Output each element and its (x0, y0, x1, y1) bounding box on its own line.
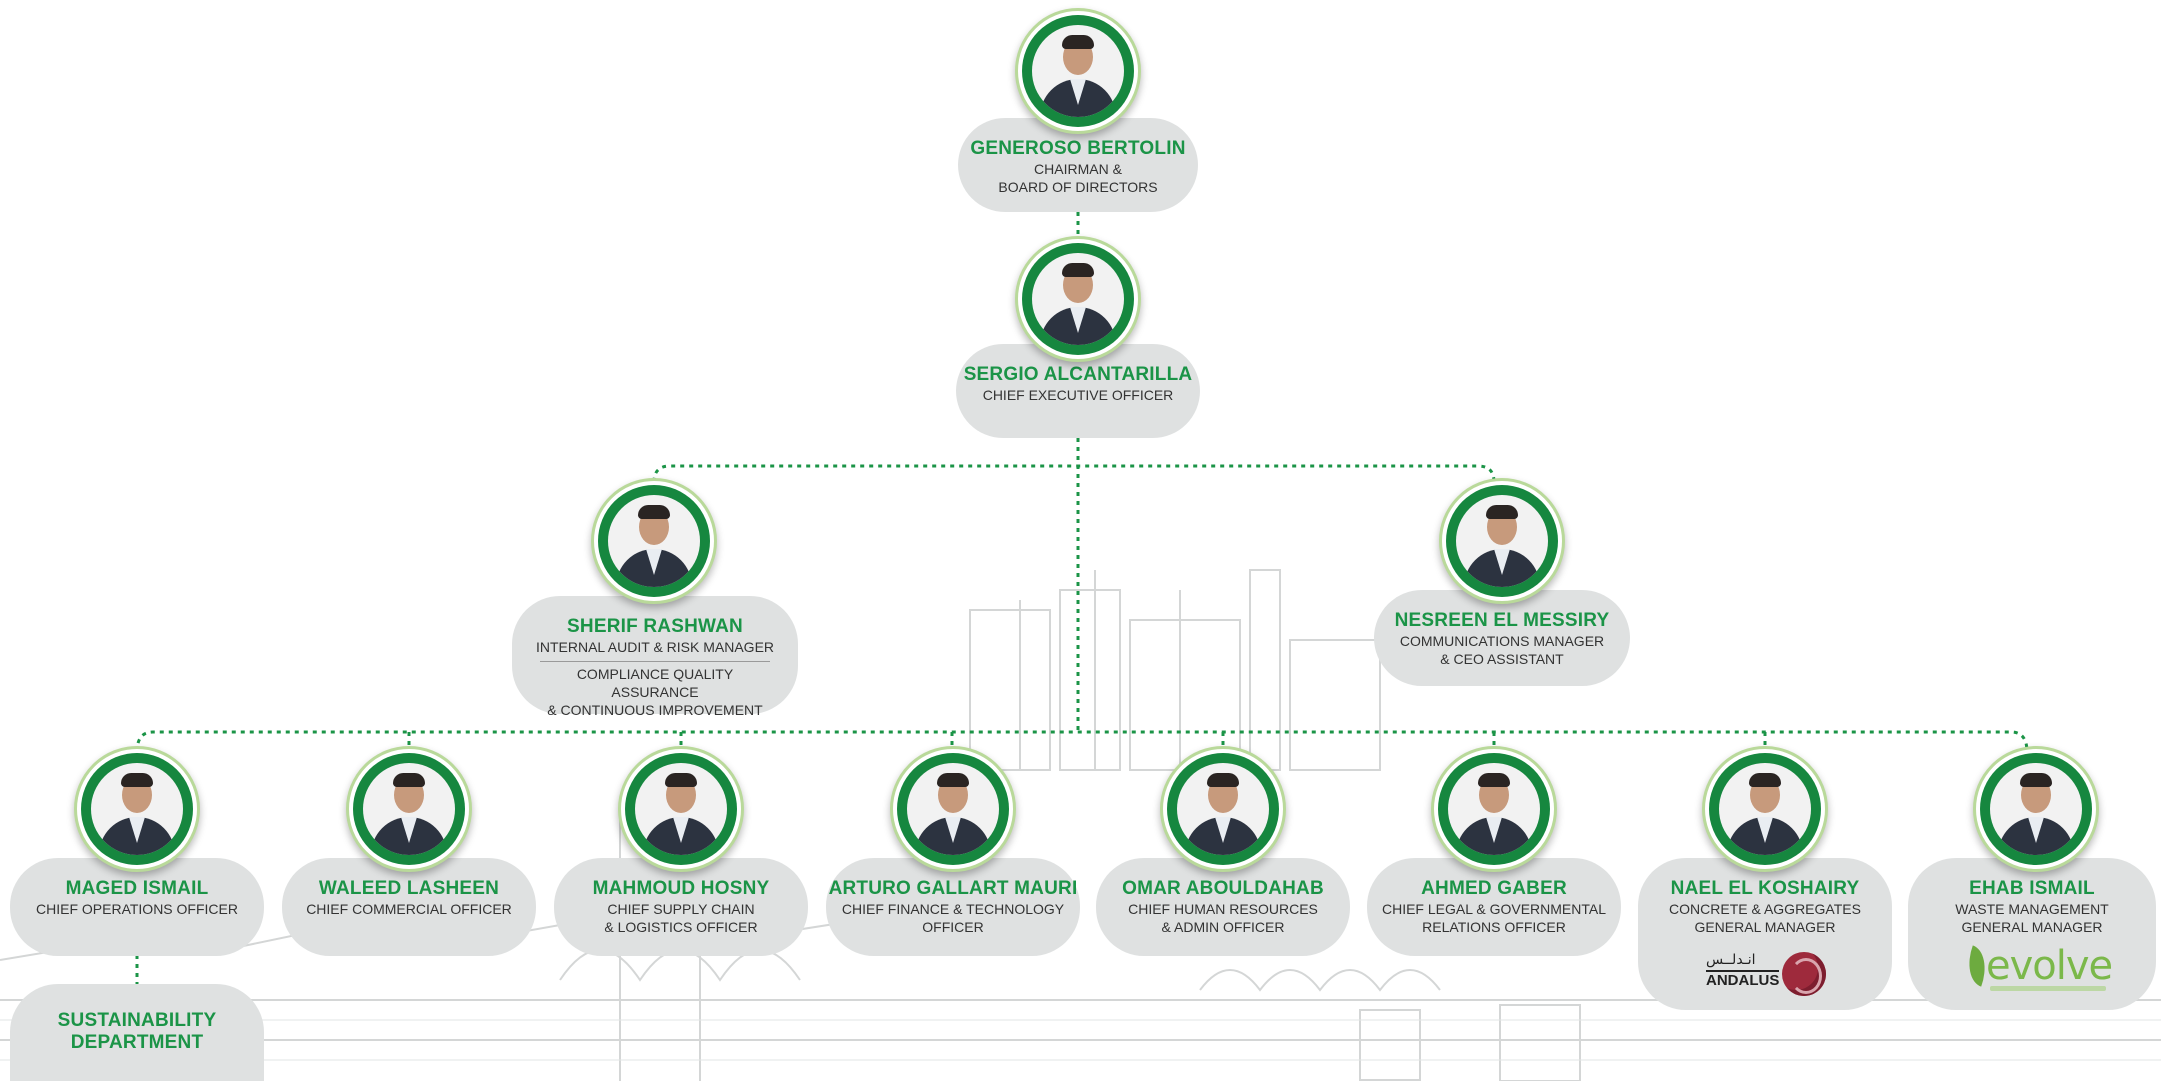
andalus-logo-text: ANDALUS (1706, 970, 1780, 989)
andalus-emblem-icon (1782, 952, 1826, 996)
advisor-name: NESREEN EL MESSIRY (1394, 610, 1610, 631)
executive-name: OMAR ABOULDAHAB (1122, 878, 1324, 899)
executive-photo (1973, 746, 2099, 872)
advisor-role: COMMUNICATIONS MANAGER & CEO ASSISTANT (1399, 633, 1605, 667)
executive-name: MAHMOUD HOSNY (592, 878, 770, 899)
executive-name: ARTURO GALLART MAURI (828, 878, 1078, 899)
ceo-name: SERGIO ALCANTARILLA (963, 364, 1193, 385)
executive-role: CHIEF HUMAN RESOURCES & ADMIN OFFICER (1128, 901, 1318, 935)
executive-card-human-resources: OMAR ABOULDAHAB CHIEF HUMAN RESOURCES & … (1096, 858, 1350, 956)
executive-role: CHIEF LEGAL & GOVERNMENTAL RELATIONS OFF… (1381, 901, 1607, 935)
advisor-photo-communications (1439, 478, 1565, 604)
chairman-role: CHAIRMAN & BOARD OF DIRECTORS (998, 161, 1158, 195)
chairman-photo (1015, 8, 1141, 134)
executive-card-legal: AHMED GABER CHIEF LEGAL & GOVERNMENTAL R… (1367, 858, 1621, 956)
executive-card-commercial: WALEED LASHEEN CHIEF COMMERCIAL OFFICER (282, 858, 536, 956)
andalus-logo-icon: انـدلــس ANDALUS (1702, 952, 1832, 996)
executive-photo (890, 746, 1016, 872)
evolve-logo-icon: evolve (1960, 943, 2113, 996)
executive-role: CONCRETE & AGGREGATES GENERAL MANAGER (1669, 901, 1861, 935)
advisor-role: INTERNAL AUDIT & RISK MANAGER (535, 639, 775, 655)
executive-name: EHAB ISMAIL (1969, 878, 2095, 899)
executive-photo (346, 746, 472, 872)
executive-card-concrete: NAEL EL KOSHAIRY CONCRETE & AGGREGATES G… (1638, 858, 1892, 1010)
chairman-name: GENEROSO BERTOLIN (970, 138, 1186, 159)
executive-photo (1431, 746, 1557, 872)
ceo-photo (1015, 236, 1141, 362)
sustainability-department-name: SUSTAINABILITY DEPARTMENT (57, 1010, 217, 1053)
ceo-role: CHIEF EXECUTIVE OFFICER (982, 387, 1174, 403)
executive-role: WASTE MANAGEMENT GENERAL MANAGER (1955, 901, 2109, 935)
executive-role: CHIEF COMMERCIAL OFFICER (306, 901, 512, 917)
executive-role: CHIEF SUPPLY CHAIN & LOGISTICS OFFICER (604, 901, 758, 935)
executive-role: CHIEF OPERATIONS OFFICER (36, 901, 238, 917)
executive-card-finance: ARTURO GALLART MAURI CHIEF FINANCE & TEC… (826, 858, 1080, 956)
executive-name: WALEED LASHEEN (318, 878, 500, 899)
executive-photo (618, 746, 744, 872)
advisor-card-audit: SHERIF RASHWAN INTERNAL AUDIT & RISK MAN… (512, 596, 798, 718)
andalus-logo-arabic: انـدلــس (1706, 952, 1756, 968)
executive-photo (1702, 746, 1828, 872)
executive-name: AHMED GABER (1421, 878, 1567, 899)
executive-card-waste: EHAB ISMAIL WASTE MANAGEMENT GENERAL MAN… (1908, 858, 2156, 1010)
connector-executives (135, 730, 2029, 753)
sustainability-department-card: SUSTAINABILITY DEPARTMENT (10, 984, 264, 1081)
advisor-photo-audit (591, 478, 717, 604)
evolve-tagline-bar (1990, 986, 2106, 991)
executive-card-operations: MAGED ISMAIL CHIEF OPERATIONS OFFICER (10, 858, 264, 956)
executive-name: NAEL EL KOSHAIRY (1670, 878, 1860, 899)
executive-photo (1160, 746, 1286, 872)
advisor-name: SHERIF RASHWAN (567, 616, 743, 637)
connector-advisors (652, 464, 1496, 483)
executive-name: MAGED ISMAIL (65, 878, 209, 899)
advisor-role-secondary: COMPLIANCE QUALITY ASSURANCE & CONTINUOU… (540, 661, 770, 719)
executive-role: CHIEF FINANCE & TECHNOLOGY OFFICER (841, 901, 1065, 935)
executive-card-supply-chain: MAHMOUD HOSNY CHIEF SUPPLY CHAIN & LOGIS… (554, 858, 808, 956)
advisor-card-communications: NESREEN EL MESSIRY COMMUNICATIONS MANAGE… (1374, 590, 1630, 686)
executive-photo (74, 746, 200, 872)
evolve-logo-text: evolve (1986, 943, 2113, 989)
